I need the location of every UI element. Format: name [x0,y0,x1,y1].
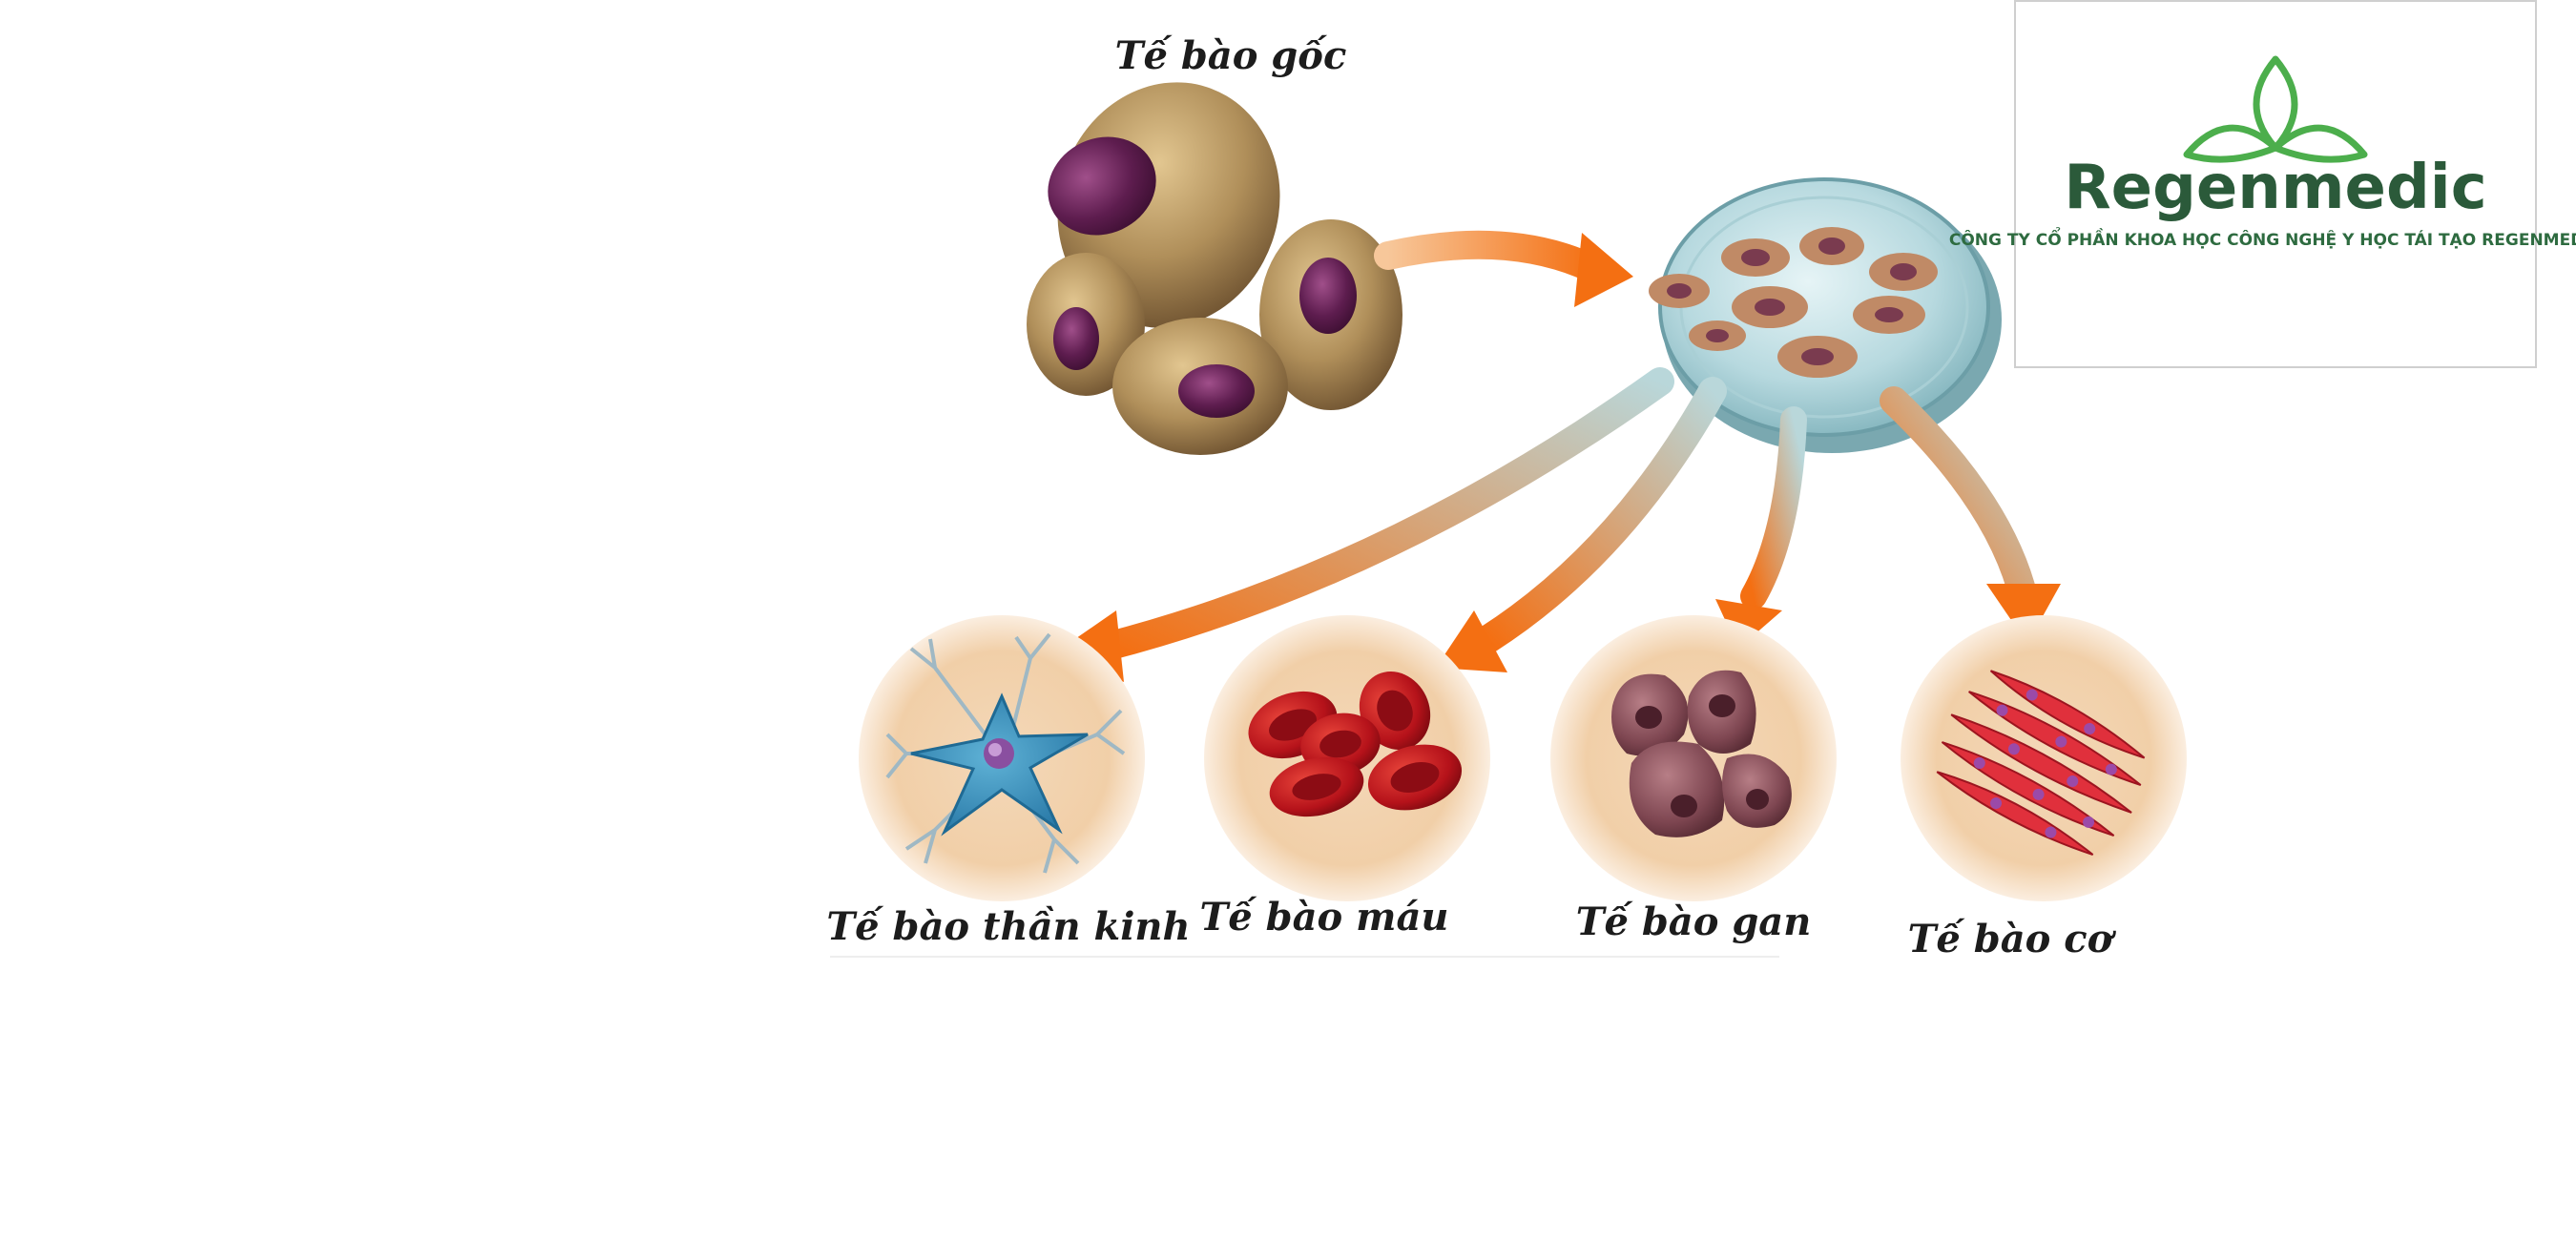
logo-name: Regenmedic [2064,153,2486,223]
arrow-to-muscle [1880,386,2061,644]
arrow-to-liver [1715,406,1807,649]
arrow-to-blood [1436,377,1727,672]
regenmedic-logo: Regenmedic CÔNG TY CỔ PHẦN KHOA HỌC CÔNG… [1949,0,2576,368]
muscle-cell-item [1901,615,2187,901]
neuron-cell-label: Tế bào thần kinh [826,904,1190,949]
stem-cell-label: Tế bào gốc [1115,33,1347,78]
petri-dish [1649,177,2002,453]
liver-cell-item [1550,615,1837,901]
blood-cell-item [1204,615,1490,901]
stem-cell-cluster [1027,82,1402,455]
neuron-cell-item [859,615,1145,901]
blood-cell-label: Tế bào máu [1200,895,1449,940]
liver-cell-label: Tế bào gan [1576,899,1812,944]
logo-subtitle: CÔNG TY CỔ PHẦN KHOA HỌC CÔNG NGHỆ Y HỌC… [1949,226,2576,250]
liver-cells-icon [1611,670,1792,837]
cultured-cells [1649,227,1938,378]
muscle-cell-label: Tế bào cơ [1908,917,2117,961]
red-blood-cells-icon [1248,672,1463,817]
leaf-icon [2183,55,2368,163]
arrow-to-dish [1374,230,1633,307]
muscle-cells-icon [1936,670,2146,857]
